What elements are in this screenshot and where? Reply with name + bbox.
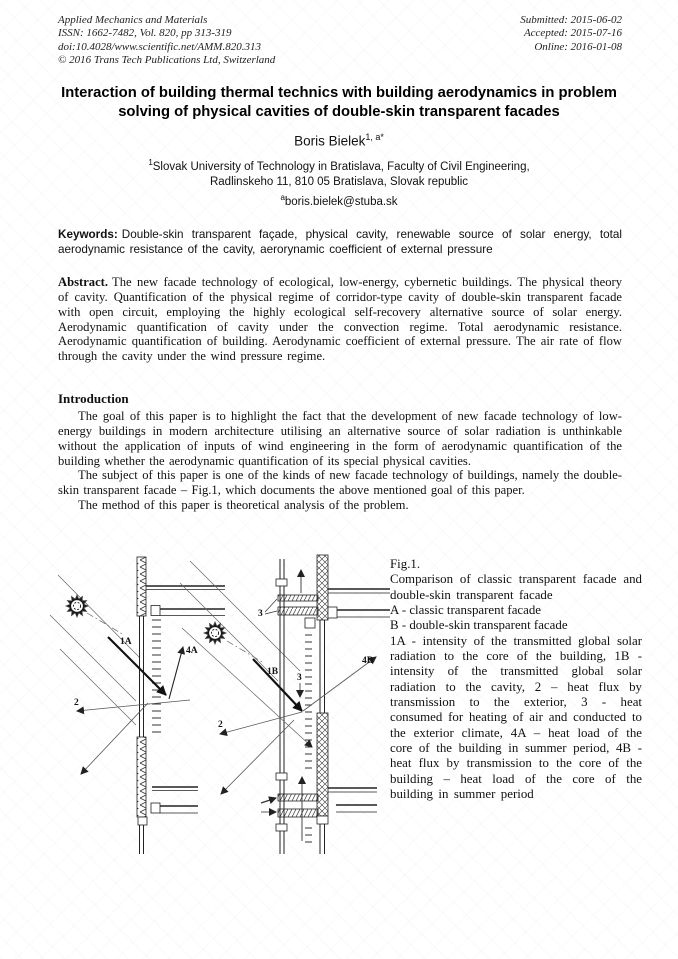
facade-drawing: 1A 4A 2 — [49, 554, 390, 854]
journal-header-left: Applied Mechanics and Materials ISSN: 16… — [58, 14, 275, 68]
facade-wall-a — [136, 556, 148, 854]
journal-header-right: Submitted: 2015-06-02 Accepted: 2015-07-… — [520, 14, 622, 54]
affiliation-line1: Slovak University of Technology in Brati… — [152, 160, 530, 173]
abstract-label: Abstract. — [58, 275, 109, 289]
figure-1: 1A 4A 2 — [40, 553, 390, 945]
author-email-line: aboris.bielek@stuba.sk — [0, 193, 678, 208]
email-superscript: a — [280, 193, 285, 202]
sun-icon — [65, 594, 89, 618]
arrow-1B — [252, 658, 303, 712]
submitted-date: Submitted: 2015-06-02 — [520, 14, 622, 26]
affiliation: 1Slovak University of Technology in Brat… — [0, 158, 678, 191]
figure-caption-title: Comparison of classic transparent facade… — [390, 572, 642, 602]
journal-name: Applied Mechanics and Materials — [58, 14, 208, 26]
arrow-2-b — [219, 711, 303, 737]
label-3-top: 3 — [258, 609, 263, 619]
interior-heat-dashes-a — [152, 619, 161, 733]
label-4A: 4A — [186, 646, 198, 656]
section-heading-introduction: Introduction — [58, 391, 129, 406]
affiliation-superscript: 1 — [148, 158, 153, 167]
label-2-b: 2 — [218, 720, 223, 730]
journal-issn: ISSN: 1662-7482, Vol. 820, pp 313-319 — [58, 27, 232, 40]
paper-title: Interaction of building thermal technics… — [61, 85, 617, 120]
arrow-4A — [168, 646, 186, 700]
leader-3-top-2 — [264, 610, 278, 615]
accepted-date: Accepted: 2015-07-16 — [523, 27, 622, 40]
arrow-intake-1 — [260, 796, 277, 805]
intro-paragraph-3: The method of this paper is theoretical … — [78, 498, 409, 513]
keywords-text: Double-skin transparent façade, physical… — [58, 228, 622, 256]
author-email: boris.bielek@stuba.sk — [284, 195, 398, 208]
arrow-4B — [302, 656, 377, 712]
arrow-transmission-b — [220, 719, 295, 795]
solar-rays-a — [49, 574, 141, 726]
label-4B: 4B — [362, 656, 374, 666]
label-1B: 1B — [267, 667, 279, 677]
author-superscript: 1, a* — [365, 132, 384, 142]
figure-caption-number: Fig.1. — [390, 557, 421, 571]
journal-doi: doi:10.4028/www.scientific.net/AMM.820.3… — [58, 40, 261, 53]
figure-caption-item-b: B - double-skin transparent facade — [390, 618, 568, 633]
floor-slabs-a — [146, 585, 225, 814]
leader-3-top-1 — [264, 598, 278, 613]
keywords-label: Keywords: — [58, 228, 118, 241]
affiliation-line2: Radlinskeho 11, 810 05 Bratislava, Slova… — [209, 176, 469, 189]
arrow-absorbed-ray — [181, 627, 313, 748]
arrow-2-a — [76, 699, 191, 715]
journal-copyright: © 2016 Trans Tech Publications Ltd, Swit… — [58, 54, 276, 67]
abstract-text: The new facade technology of ecological,… — [58, 275, 622, 364]
inner-facade-wall-b — [304, 554, 329, 854]
label-2-a: 2 — [74, 698, 79, 708]
keywords-block: Keywords:Double-skin transparent façade,… — [58, 228, 622, 258]
author-name: Boris Bielek — [294, 133, 366, 149]
arrow-transmission-a — [80, 702, 149, 775]
drawing-b-double-skin-facade: 3 1B 3 4B 2 — [179, 554, 390, 854]
floor-slabs-b — [327, 588, 390, 813]
figure-caption-legend: 1A - intensity of the transmitted global… — [390, 633, 642, 802]
label-3-mid: 3 — [297, 673, 302, 683]
arrow-1A — [107, 636, 167, 696]
figure-caption-item-a: A - classic transparent facade — [390, 603, 542, 618]
intro-paragraph-2: The subject of this paper is one of the … — [58, 468, 622, 498]
figure-caption: Fig.1. Comparison of classic transparent… — [390, 557, 642, 803]
author-line: Boris Bielek1, a* — [0, 132, 678, 149]
solar-rays-b — [179, 560, 301, 682]
online-date: Online: 2016-01-08 — [534, 40, 622, 53]
abstract-block: Abstract.The new facade technology of ec… — [58, 275, 622, 364]
introduction-body: The goal of this paper is to highlight t… — [58, 409, 622, 513]
intro-paragraph-1: The goal of this paper is to highlight t… — [58, 409, 622, 468]
label-1A: 1A — [120, 637, 132, 647]
drawing-a-classic-facade: 1A 4A 2 — [49, 556, 225, 854]
